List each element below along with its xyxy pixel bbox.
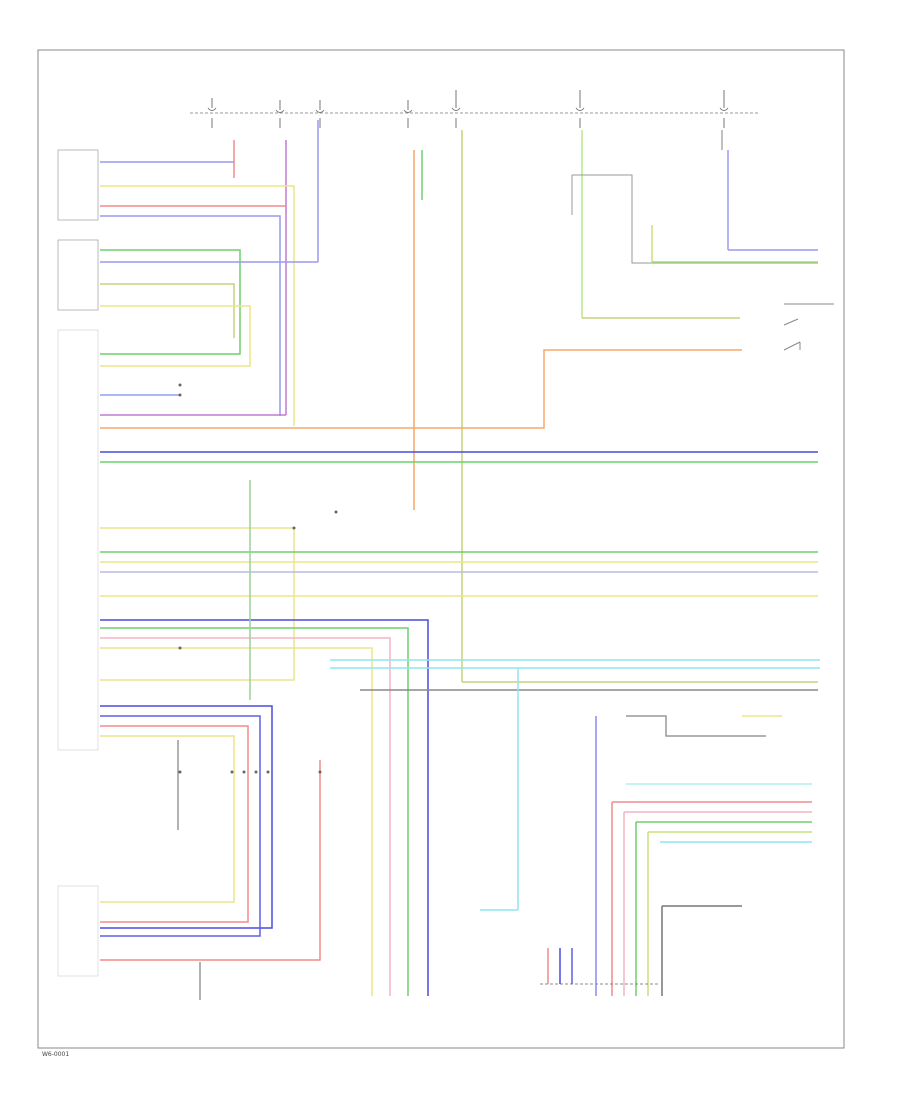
left-wire-group bbox=[100, 161, 820, 996]
bottom-connector-stubs bbox=[547, 948, 573, 984]
switch-block-bottom bbox=[57, 239, 99, 311]
module-bracket-left bbox=[57, 329, 99, 751]
bottom-right-wires bbox=[595, 715, 812, 996]
connector-dots bbox=[178, 383, 338, 774]
module-bracket-bottom bbox=[57, 885, 99, 977]
relay-wire bbox=[571, 174, 818, 264]
footer-code: W6-0001 bbox=[42, 1051, 69, 1058]
right-switch-icon-2 bbox=[783, 318, 799, 326]
switch-block-top bbox=[57, 149, 99, 221]
fuse-group bbox=[207, 90, 729, 128]
diagram-frame bbox=[37, 49, 845, 1049]
right-switch-icon bbox=[783, 303, 834, 351]
